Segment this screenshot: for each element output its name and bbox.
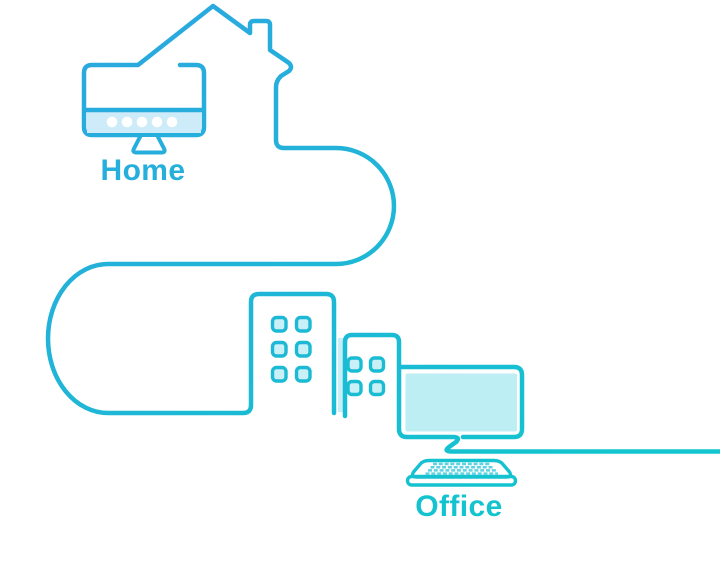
building-shadow (338, 338, 346, 412)
tv-stand (131, 133, 167, 155)
office-label: Office (415, 490, 502, 523)
building-window (270, 315, 288, 333)
building-window (368, 379, 386, 397)
house-and-connection-line (45, 3, 397, 416)
building-window (294, 365, 312, 383)
monitor-frame (398, 364, 525, 440)
building-window (270, 365, 288, 383)
building-window (346, 379, 363, 397)
small-building-and-monitor-outline (342, 332, 720, 454)
building-window (346, 356, 363, 373)
building-window (294, 315, 312, 333)
indicator-dot (136, 116, 148, 128)
building-window (368, 356, 386, 373)
indicator-dot (121, 116, 133, 128)
keyboard-front-edge (405, 474, 518, 487)
office-buildings-icon (270, 315, 720, 454)
indicator-dot (166, 116, 178, 128)
indicator-dot (151, 116, 163, 128)
indicator-dot (106, 116, 118, 128)
home-label: Home (101, 154, 186, 187)
building-window (270, 340, 288, 358)
keyboard-icon (405, 458, 518, 487)
monitor-screen (405, 373, 517, 432)
house-icon (45, 3, 397, 416)
home-tv-icon (82, 107, 206, 155)
office-monitor-icon (398, 364, 525, 440)
building-window (294, 340, 312, 358)
